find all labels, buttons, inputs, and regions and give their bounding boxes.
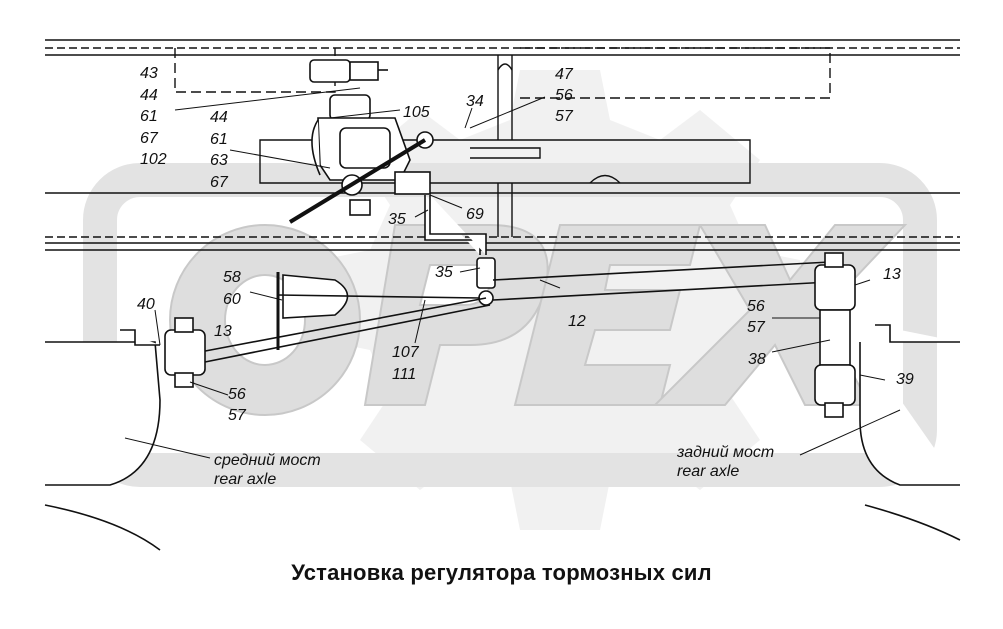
label-57-right: 57 — [747, 319, 765, 336]
leader-lines — [124, 87, 901, 459]
part-number: 63 — [210, 152, 228, 169]
diagram-caption: Установка регулятора тормозных сил — [291, 560, 712, 585]
part-number: 44 — [210, 109, 228, 126]
middle-axle-en: rear axle — [214, 471, 277, 488]
part-number: 43 — [140, 65, 158, 82]
label-39: 39 — [896, 371, 914, 388]
label-stack-top-left: 43 44 61 67 102 — [140, 63, 167, 171]
part-number: 47 — [555, 66, 573, 83]
middle-axle-label: средний мост rear axle — [214, 451, 321, 489]
label-105: 105 — [403, 104, 430, 121]
rear-axle-en: rear axle — [677, 463, 740, 480]
chassis-lines — [45, 39, 960, 251]
part-number: 56 — [555, 87, 573, 104]
label-56-left: 56 — [228, 386, 246, 403]
part-number: 67 — [210, 173, 228, 191]
label-stack-top-right: 47 56 57 — [555, 64, 573, 127]
label-12: 12 — [568, 313, 586, 330]
label-40: 40 — [137, 296, 155, 313]
label-57-left: 57 — [228, 407, 246, 424]
label-13-left: 13 — [214, 323, 232, 340]
right-spring-unit — [814, 252, 961, 541]
label-34: 34 — [466, 93, 484, 110]
label-35-top: 35 — [388, 211, 406, 228]
label-35-mid: 35 — [435, 264, 453, 281]
label-107: 107 — [392, 344, 419, 361]
part-number: 61 — [210, 130, 228, 148]
part-number: 44 — [140, 86, 158, 104]
rear-axle-label: задний мост rear axle — [677, 443, 774, 481]
part-number: 102 — [140, 151, 167, 168]
part-number: 57 — [555, 108, 573, 125]
label-69: 69 — [466, 206, 484, 223]
label-56-right: 56 — [747, 298, 765, 315]
label-111: 111 — [392, 366, 417, 383]
label-38: 38 — [748, 351, 766, 368]
left-spring-unit — [44, 317, 206, 551]
label-60: 60 — [223, 291, 241, 308]
watermark-letters — [169, 224, 908, 416]
part-number: 67 — [140, 129, 158, 147]
label-58: 58 — [223, 269, 241, 286]
part-number: 61 — [140, 108, 158, 125]
linkage — [199, 257, 831, 363]
label-13-right: 13 — [883, 266, 901, 283]
label-stack-mid-left: 44 61 63 67 — [210, 107, 228, 193]
brake-regulator — [288, 59, 487, 255]
rear-axle-ru: задний мост — [677, 444, 775, 461]
middle-axle-ru: средний мост — [214, 452, 321, 469]
